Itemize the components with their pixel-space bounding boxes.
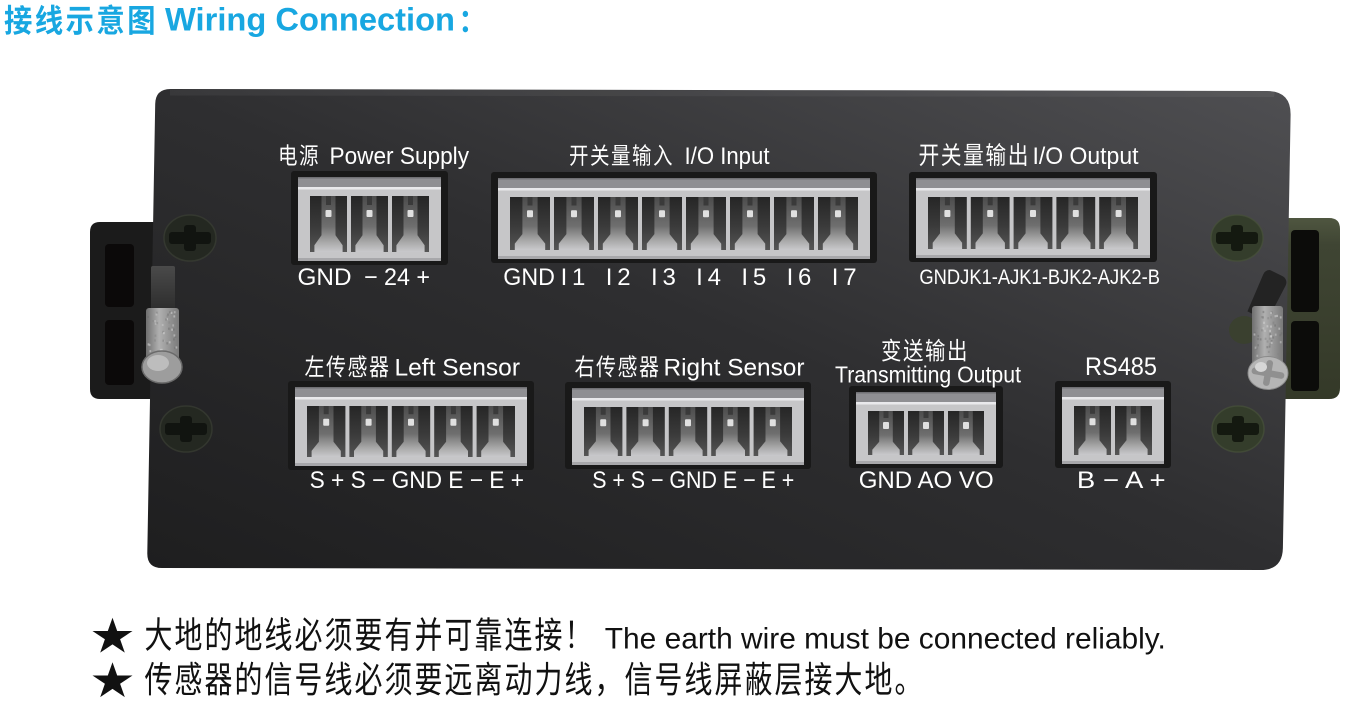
svg-text:S + S − GND E − E +: S + S − GND E − E + [592,467,794,494]
svg-text:I/O Input: I/O Input [685,143,770,170]
svg-text:Wiring Connection: Wiring Connection [165,2,455,38]
svg-text:GND: GND [298,264,352,291]
svg-text:I 1: I 1 [561,264,586,291]
svg-text:I 5: I 5 [741,264,766,291]
svg-text:I 4: I 4 [696,264,721,291]
svg-text:RS485: RS485 [1085,353,1157,381]
svg-text:I/O Output: I/O Output [1033,143,1139,170]
svg-text:Left Sensor: Left Sensor [395,355,521,382]
svg-text:− 24 +: − 24 + [364,264,430,291]
svg-text:I 7: I 7 [832,264,857,291]
svg-text:I 3: I 3 [651,264,676,291]
svg-text:GND: GND [503,264,555,291]
svg-text:I 6: I 6 [787,264,812,291]
svg-text:S + S − GND E − E +: S + S − GND E − E + [310,467,524,494]
svg-text:Right Sensor: Right Sensor [664,355,805,382]
svg-text:GNDJK1-AJK1-BJK2-AJK2-B: GNDJK1-AJK1-BJK2-AJK2-B [919,266,1160,289]
svg-text:The earth wire must be connect: The earth wire must be connected reliabl… [605,622,1166,655]
svg-text:I 2: I 2 [606,264,631,291]
svg-text:GND AO VO: GND AO VO [859,467,994,494]
svg-text:Transmitting Output: Transmitting Output [835,362,1022,388]
svg-text:B − A +: B − A + [1077,467,1166,494]
svg-text:Power Supply: Power Supply [330,143,470,170]
